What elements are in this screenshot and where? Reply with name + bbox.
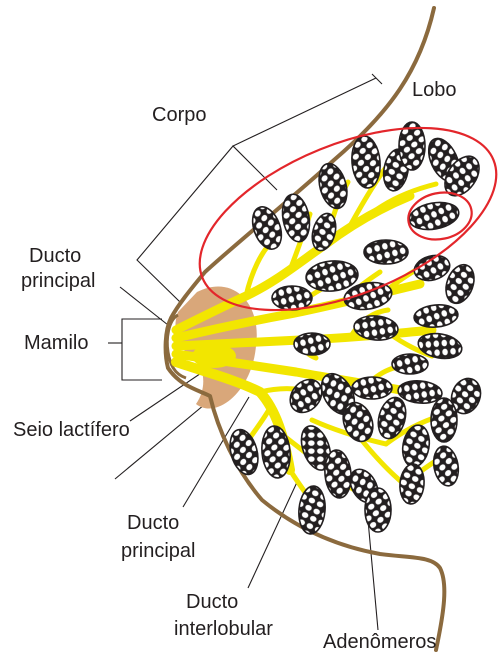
lobule-cluster [260,425,292,479]
lobule-cluster [392,354,428,374]
lobule-cluster [225,426,262,477]
lobule-cluster [294,333,330,355]
lobule-cluster [374,394,410,441]
label-mamilo: Mamilo [24,331,88,355]
lobule-cluster [279,192,313,244]
lobule-cluster [364,240,408,264]
label-ducto-principal-top-line1: Ducto [29,244,81,268]
label-ducto-principal-bottom-line2: principal [121,539,195,563]
lobule-cluster [350,135,382,189]
lobule-cluster [247,203,286,253]
lobule-cluster [431,398,457,442]
lobule-cluster [297,485,327,535]
mamilo-bracket [122,319,162,380]
label-adenomeros: Adenômeros [323,630,436,654]
adenomeros-leader [368,520,378,630]
label-corpo: Corpo [152,103,206,127]
label-ducto-principal-top-line2: principal [21,269,95,293]
lobule-cluster [365,488,391,532]
label-ducto-interlobular-line1: Ducto [186,590,238,614]
lactiferous-sinus [192,344,236,368]
lobule-cluster [398,463,425,505]
lobule-clusters [225,122,486,535]
lobule-cluster [272,286,312,310]
lobule-cluster [397,379,443,405]
lobule-cluster [323,449,353,499]
ducto-interlobular-leader [248,480,298,588]
lobule-cluster [352,377,392,399]
lobule-cluster [431,444,462,488]
lobule-cluster [413,303,459,329]
label-ducto-interlobular-line2: interlobular [174,617,273,641]
label-ducto-principal-bottom-line1: Ducto [127,511,179,535]
lobule-cluster [314,160,351,211]
label-lobo: Lobo [412,78,457,102]
label-seio-lactifero: Seio lactífero [13,418,130,442]
